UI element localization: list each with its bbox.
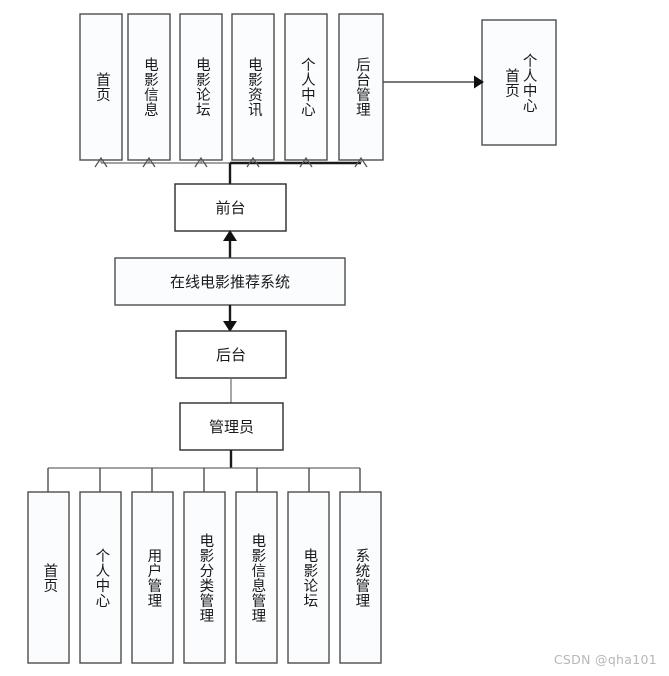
- backend-node-box[interactable]: [175, 330, 287, 379]
- detail-node-column-left: 首页: [503, 67, 519, 98]
- frontend-node-box[interactable]: [174, 183, 287, 232]
- frontend-module-box[interactable]: [127, 13, 171, 161]
- backend-node-label: 后台: [216, 346, 246, 364]
- connector-frontend-bus: [94, 156, 368, 184]
- backend-module-box[interactable]: [183, 491, 226, 664]
- frontend-module-boxes: [79, 13, 384, 161]
- connector-backend-bus: [47, 450, 361, 492]
- detail-node-box[interactable]: [481, 19, 557, 146]
- detail-node-label: 个人中心 首页: [482, 20, 556, 145]
- admin-node-label: 管理员: [209, 418, 254, 436]
- frontend-node-label: 前台: [215, 199, 245, 217]
- backend-module-box[interactable]: [287, 491, 330, 664]
- frontend-module-box[interactable]: [338, 13, 384, 161]
- frontend-module-box[interactable]: [179, 13, 223, 161]
- backend-module-box[interactable]: [27, 491, 70, 664]
- frontend-module-box[interactable]: [231, 13, 275, 161]
- connector-system-to-backend: [223, 305, 237, 332]
- frontend-module-box[interactable]: [79, 13, 123, 161]
- backend-module-box[interactable]: [79, 491, 122, 664]
- backend-module-box[interactable]: [235, 491, 278, 664]
- backend-module-box[interactable]: [131, 491, 174, 664]
- backend-module-boxes: [27, 491, 382, 664]
- system-node-label: 在线电影推荐系统: [170, 273, 290, 291]
- detail-node-column-right: 个人中心: [520, 52, 537, 113]
- system-node-box[interactable]: [114, 257, 346, 306]
- admin-node-box[interactable]: [179, 402, 284, 451]
- frontend-module-box[interactable]: [284, 13, 328, 161]
- connector-backend-admin-to-detail: [383, 75, 484, 89]
- connector-system-to-frontend: [223, 230, 237, 258]
- backend-module-box[interactable]: [339, 491, 382, 664]
- watermark: CSDN @qha101: [553, 652, 657, 667]
